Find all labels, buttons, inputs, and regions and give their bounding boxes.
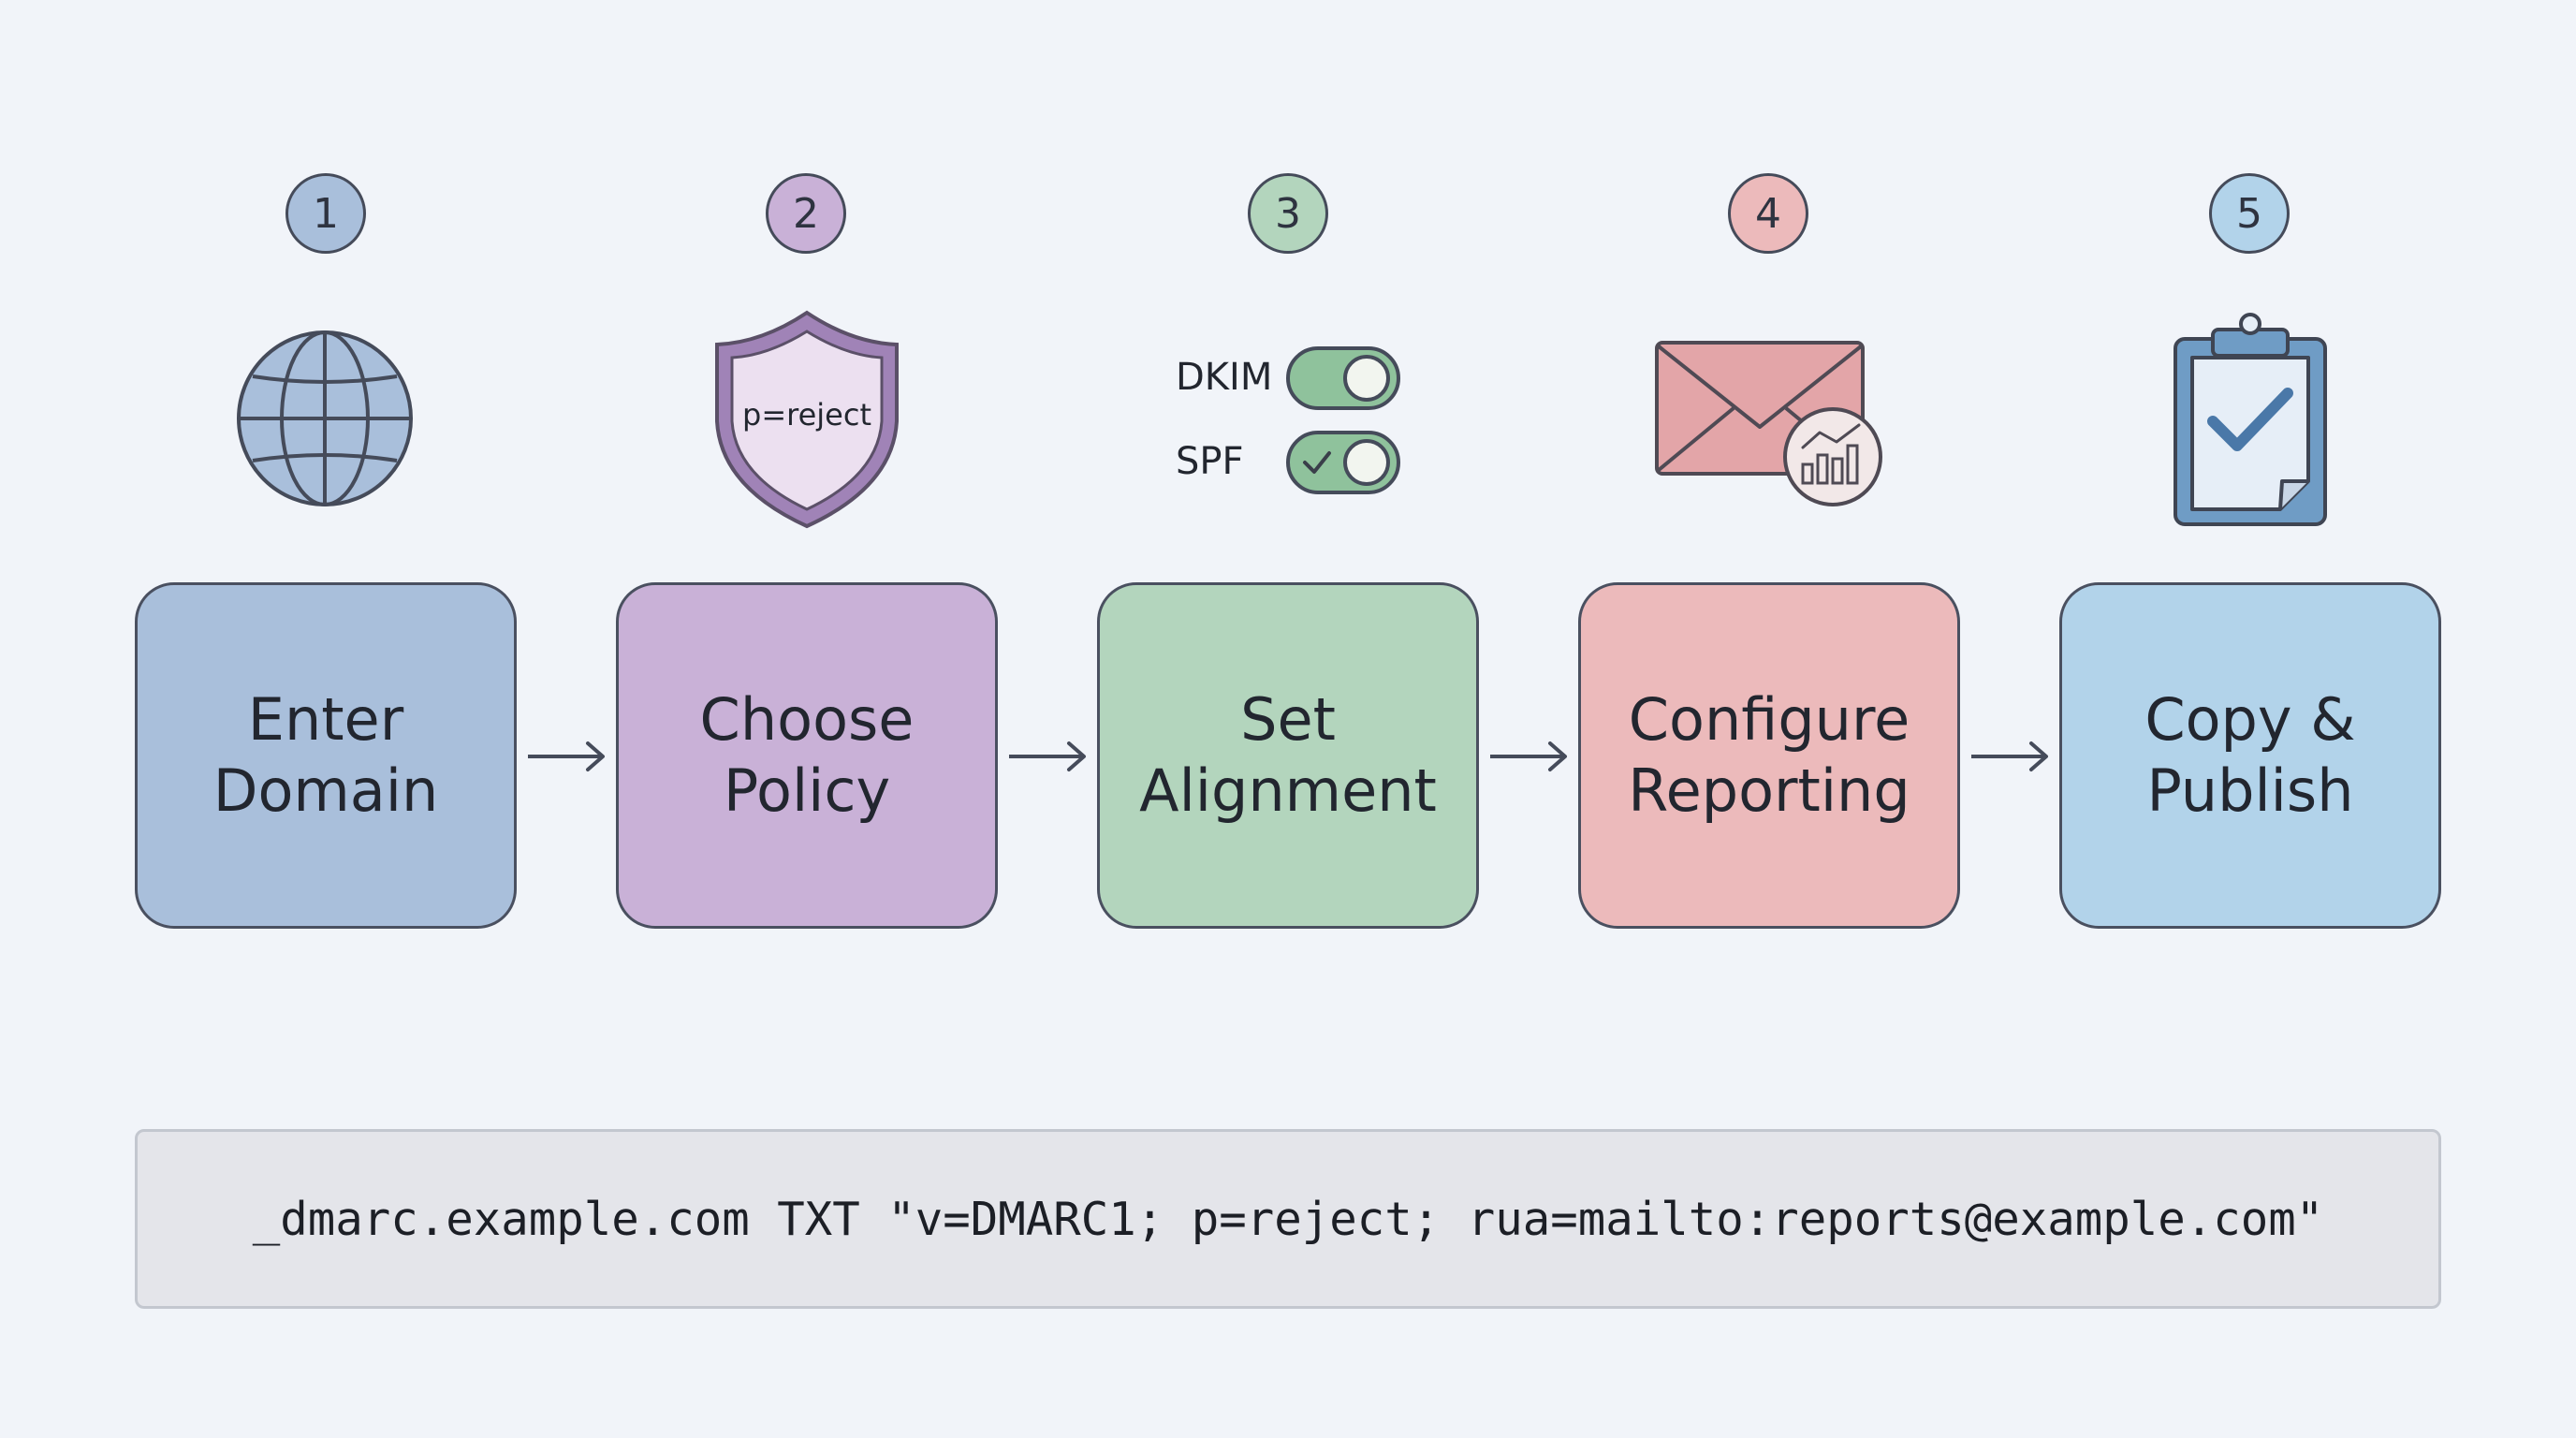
step-box-copy-publish[interactable]: Copy & Publish <box>2059 582 2441 929</box>
step-number-badge-4: 4 <box>1728 173 1808 254</box>
check-icon <box>1303 451 1331 474</box>
arrow-icon-4 <box>1971 741 2048 771</box>
envelope-chart-icon <box>1655 341 1882 506</box>
step-number-badge-3: 3 <box>1248 173 1328 254</box>
shield-icon: p=reject <box>715 310 899 529</box>
arrow-icon-3 <box>1490 741 1567 771</box>
step-label-2: Choose Policy <box>699 685 915 825</box>
dkim-toggle[interactable] <box>1286 346 1400 410</box>
step-number-1: 1 <box>313 189 339 238</box>
spf-toggle[interactable] <box>1286 431 1400 494</box>
step-label-5: Copy & Publish <box>2144 685 2356 825</box>
step-box-configure-reporting[interactable]: Configure Reporting <box>1578 582 1960 929</box>
step-number-badge-1: 1 <box>285 173 366 254</box>
step-number-4: 4 <box>1755 189 1781 238</box>
step-number-badge-5: 5 <box>2209 173 2290 254</box>
step-box-set-alignment[interactable]: Set Alignment <box>1097 582 1479 929</box>
step-box-enter-domain[interactable]: Enter Domain <box>135 582 517 929</box>
step-number-5: 5 <box>2236 189 2262 238</box>
shield-policy-text: p=reject <box>742 397 871 433</box>
arrow-icon-2 <box>1009 741 1086 771</box>
dmarc-record-text[interactable]: _dmarc.example.com TXT "v=DMARC1; p=reje… <box>252 1192 2324 1246</box>
step-number-3: 3 <box>1275 189 1301 238</box>
clipboard-check-icon <box>2174 313 2327 526</box>
globe-icon <box>237 330 413 506</box>
step-number-badge-2: 2 <box>766 173 846 254</box>
step-label-4: Configure Reporting <box>1628 685 1910 825</box>
step-number-2: 2 <box>793 189 819 238</box>
step-label-3: Set Alignment <box>1139 685 1437 825</box>
step-label-1: Enter Domain <box>212 685 439 825</box>
spf-label: SPF <box>1176 440 1244 483</box>
clipboard-check-mark <box>2207 388 2293 451</box>
arrow-icon-1 <box>528 741 605 771</box>
dkim-label: DKIM <box>1176 356 1273 399</box>
step-box-choose-policy[interactable]: Choose Policy <box>616 582 998 929</box>
dmarc-record-box[interactable]: _dmarc.example.com TXT "v=DMARC1; p=reje… <box>135 1129 2441 1309</box>
